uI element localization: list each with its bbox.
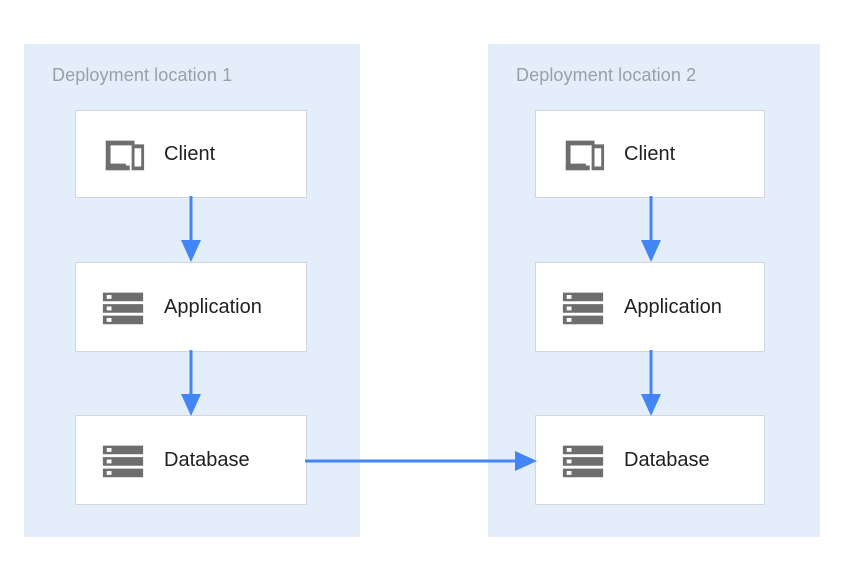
node-label-client-2: Client (624, 143, 676, 165)
devices-icon-svg (565, 140, 605, 171)
devices-icon-svg (105, 140, 145, 171)
zone-title-1: Deployment location 1 (52, 65, 233, 85)
connector-client-to-application-1 (181, 196, 201, 262)
server-icon-svg (562, 292, 604, 325)
database-icon (100, 437, 146, 483)
connector-application-to-database-1 (181, 350, 201, 416)
connector-application-to-database-2 (641, 350, 661, 416)
node-client-1[interactable]: Client (75, 110, 307, 198)
node-label-database-2: Database (624, 449, 710, 471)
zone-title-2: Deployment location 2 (516, 65, 697, 85)
node-application-2[interactable]: Application (535, 262, 765, 352)
node-database-1[interactable]: Database (75, 415, 307, 505)
node-label-application-1: Application (164, 296, 262, 318)
database-icon-svg (102, 445, 144, 478)
node-label-database-1: Database (164, 449, 250, 471)
server-icon (560, 284, 606, 330)
node-label-client-1: Client (164, 143, 216, 165)
database-icon (560, 437, 606, 483)
node-label-application-2: Application (624, 296, 722, 318)
server-icon (100, 284, 146, 330)
connector-database-1-to-database-2 (305, 451, 537, 471)
node-application-1[interactable]: Application (75, 262, 307, 352)
node-database-2[interactable]: Database (535, 415, 765, 505)
database-icon-svg (562, 445, 604, 478)
devices-icon (560, 131, 606, 177)
connector-client-to-application-2 (641, 196, 661, 262)
node-client-2[interactable]: Client (535, 110, 765, 198)
server-icon-svg (102, 292, 144, 325)
devices-icon (100, 131, 146, 177)
